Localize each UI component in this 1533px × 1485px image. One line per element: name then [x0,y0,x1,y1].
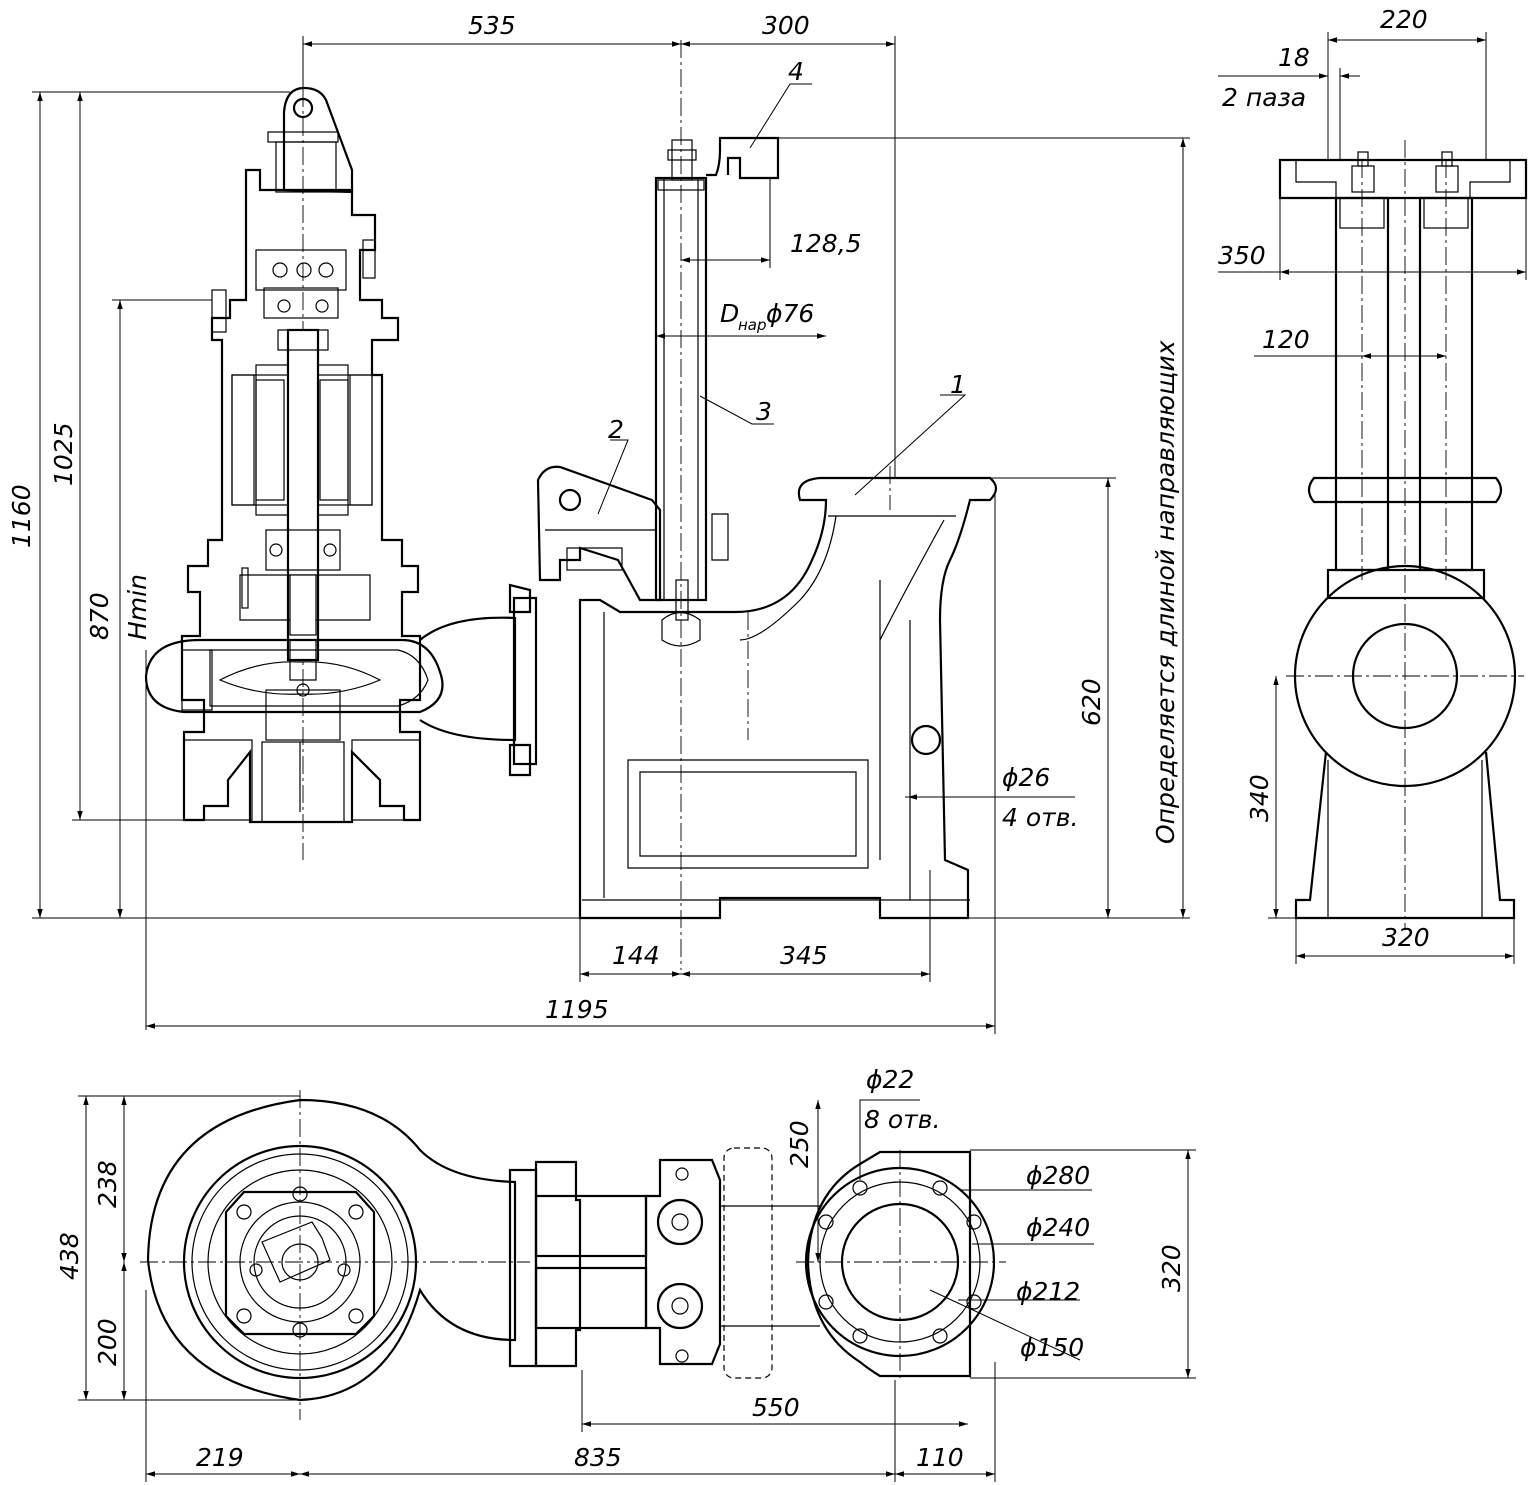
dim-d280: ϕ280 [1026,1161,1090,1190]
side-view: 220 18 2 паза 350 120 340 320 [1218,5,1528,964]
dim-d-nar-sub: нар [738,316,767,334]
dim-d240: ϕ240 [1026,1213,1090,1242]
callout-4: 4 [788,57,804,86]
dim-320-plan: 320 [1157,1244,1186,1292]
dim-2-slots: 2 паза [1222,83,1306,112]
guide-rail [654,40,780,970]
dim-d212: ϕ212 [1016,1277,1080,1306]
dim-d-nar: D [720,299,739,328]
dim-219: 219 [196,1443,244,1472]
dim-220: 220 [1380,5,1428,34]
dim-345: 345 [780,941,828,970]
dim-250: 250 [785,1120,814,1168]
dim-hmin: Hmin [123,574,152,640]
dim-4-holes: 4 отв. [1002,803,1078,832]
callout-3: 3 [756,397,772,426]
dim-350: 350 [1218,241,1266,270]
dim-110: 110 [916,1443,964,1472]
dim-d26: ϕ26 [1002,763,1050,792]
dim-d76: ϕ76 [766,299,814,328]
front-dimensions: 535 300 128,5 D нар ϕ76 1160 1025 870 Hm… [7,11,1190,1034]
callout-2: 2 [608,415,624,444]
dim-1160: 1160 [7,484,36,548]
dim-d150: ϕ150 [1020,1333,1084,1362]
dim-535: 535 [468,11,516,40]
dim-550: 550 [752,1393,800,1422]
dim-18: 18 [1278,43,1310,72]
dim-200: 200 [93,1318,122,1366]
dim-340: 340 [1245,774,1274,822]
dim-120: 120 [1262,325,1310,354]
guide-length-note: Определяется длиной направляющих [1151,340,1180,844]
dim-238: 238 [93,1160,122,1208]
plan-view: 438 238 200 250 320 ϕ22 8 отв. ϕ280 ϕ240… [55,1065,1196,1482]
dim-438: 438 [55,1232,84,1280]
dim-8-holes: 8 отв. [864,1105,940,1134]
submersible-pump [144,60,538,860]
dim-1025: 1025 [49,422,78,486]
coupling-bracket [536,465,729,602]
dim-870: 870 [85,592,114,640]
dim-128-5: 128,5 [790,229,862,258]
dim-300: 300 [762,11,810,40]
dim-144: 144 [612,941,660,970]
discharge-connection [578,466,998,920]
callout-1: 1 [950,370,966,399]
dim-d22: ϕ22 [866,1065,914,1094]
dim-1195: 1195 [545,995,609,1024]
callouts: 1 2 3 4 [597,57,967,515]
dim-835: 835 [574,1443,622,1472]
dim-320-side: 320 [1382,923,1430,952]
front-view: 1 2 3 4 535 300 128,5 D нар ϕ76 [7,11,1190,1034]
dim-620: 620 [1077,678,1106,726]
